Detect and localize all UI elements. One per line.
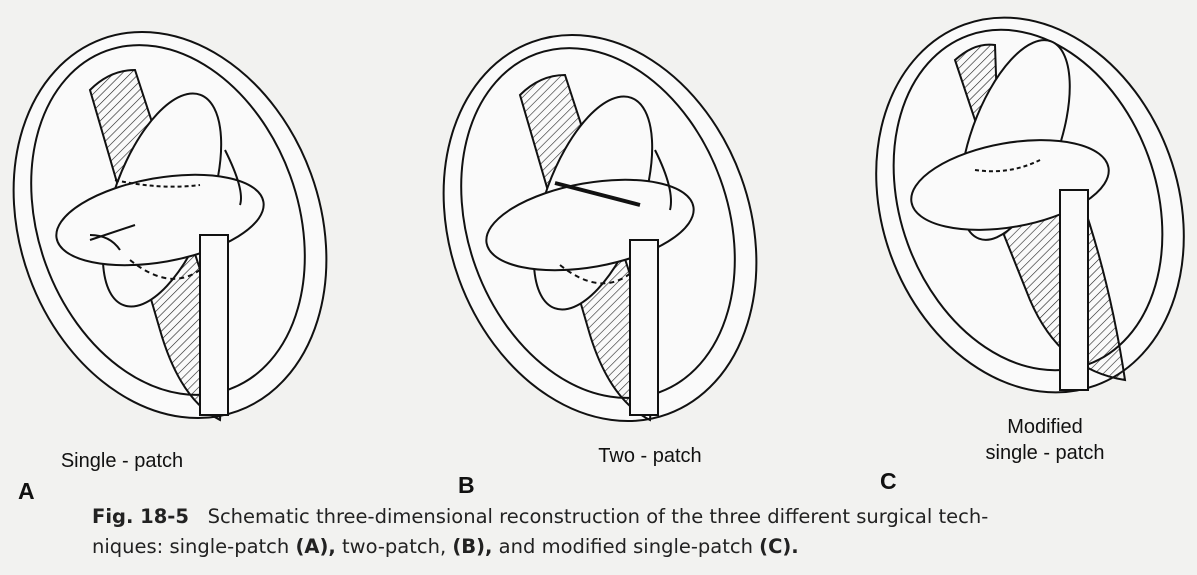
panel-label-a: Single - patch xyxy=(60,450,184,472)
caption-line-1: Fig. 18-5 Schematic three-dimensional re… xyxy=(92,502,1172,532)
caption-line2-suffix: and modified single-patch xyxy=(492,535,760,558)
caption-ref-b: (B), xyxy=(452,535,493,558)
heart-diagram-c xyxy=(875,16,1185,394)
heart-diagram-a xyxy=(12,30,328,422)
panel-letter-b: B xyxy=(458,472,475,498)
caption-line2-middle: two-patch, xyxy=(335,535,453,558)
caption-line1-text: Schematic three-dimensional reconstructi… xyxy=(207,505,989,528)
panel-label-c-line1: Modified xyxy=(1007,416,1083,438)
caption-line2-prefix: niques: single-patch xyxy=(92,535,296,558)
figure-caption: Fig. 18-5 Schematic three-dimensional re… xyxy=(92,502,1172,562)
panel-label-b: Two - patch xyxy=(598,445,702,467)
caption-line-2: niques: single-patch (A), two-patch, (B)… xyxy=(92,532,1172,562)
caption-ref-c: (C). xyxy=(759,535,799,558)
heart-diagram-b xyxy=(442,33,758,423)
panel-letter-c: C xyxy=(880,468,897,494)
figure-number: Fig. 18-5 xyxy=(92,505,189,528)
caption-ref-a: (A), xyxy=(295,535,336,558)
panel-label-c-line2: single - patch xyxy=(985,442,1105,464)
panel-label-c: Modified single - patch xyxy=(970,414,1120,466)
panel-letter-a: A xyxy=(18,478,35,504)
